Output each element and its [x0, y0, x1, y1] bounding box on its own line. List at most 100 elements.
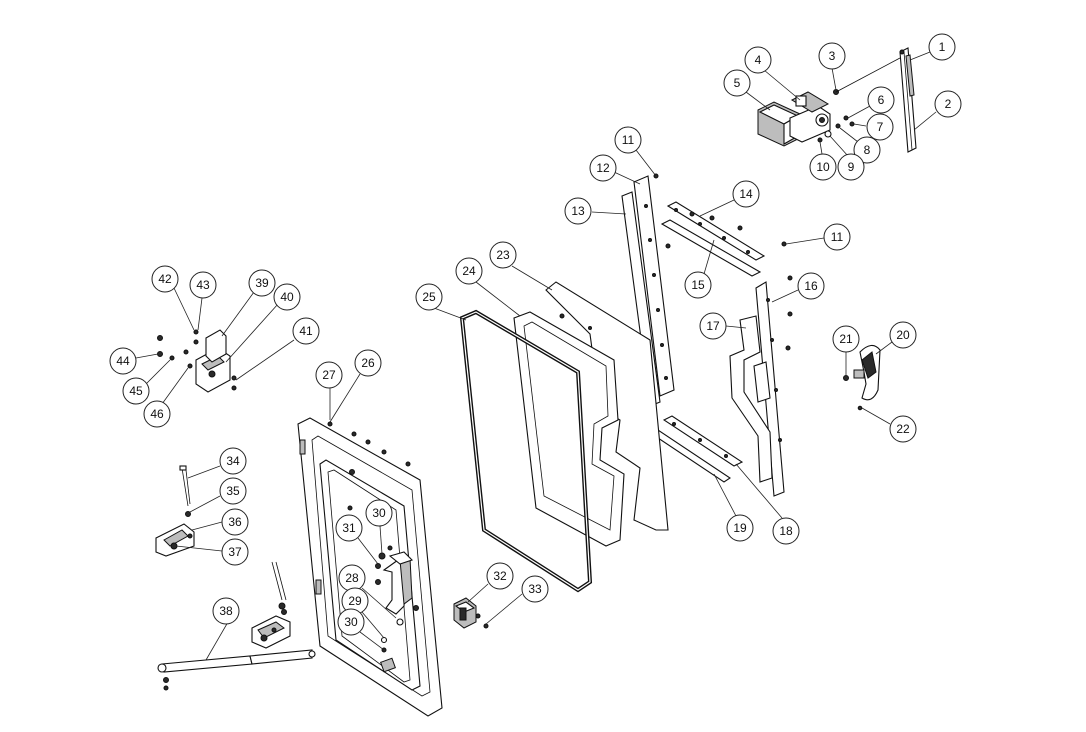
callout-36: 36	[191, 508, 249, 536]
svg-text:28: 28	[345, 571, 359, 585]
part-hinge-34-37	[155, 465, 195, 557]
callout-34: 34	[187, 447, 247, 479]
svg-text:9: 9	[848, 160, 855, 174]
callout-1: 1	[909, 33, 956, 61]
svg-text:8: 8	[864, 143, 871, 157]
part-screw-3	[833, 57, 901, 95]
svg-text:46: 46	[150, 407, 164, 421]
callout-38: 38	[205, 597, 240, 661]
part-bar-14-15	[660, 201, 787, 277]
callout-30-lower: 30	[337, 608, 385, 651]
svg-text:45: 45	[129, 384, 143, 398]
svg-text:32: 32	[493, 569, 507, 583]
callout-40: 40	[225, 283, 301, 363]
svg-text:6: 6	[878, 93, 885, 107]
callout-45: 45	[122, 359, 171, 405]
svg-text:37: 37	[228, 545, 242, 559]
svg-text:40: 40	[280, 290, 294, 304]
part-rail-1	[899, 47, 917, 153]
svg-text:12: 12	[596, 161, 610, 175]
callout-43: 43	[189, 271, 217, 331]
callout-21: 21	[832, 325, 860, 376]
callout-14: 14	[699, 180, 760, 217]
svg-text:18: 18	[779, 524, 793, 538]
svg-text:34: 34	[226, 454, 240, 468]
svg-text:25: 25	[422, 290, 436, 304]
svg-text:30: 30	[344, 615, 358, 629]
part-handle-28-31	[375, 545, 419, 653]
svg-text:44: 44	[116, 354, 130, 368]
callout-8: 8	[839, 127, 881, 164]
svg-text:1: 1	[939, 40, 946, 54]
callout-12: 12	[589, 154, 641, 185]
part-gasket-25	[459, 309, 593, 593]
callout-11-right: 11	[785, 223, 851, 251]
callout-13: 13	[564, 197, 627, 225]
svg-text:3: 3	[829, 49, 836, 63]
svg-text:26: 26	[361, 356, 375, 370]
parts-drawing	[155, 47, 917, 717]
callout-30-upper: 30	[365, 499, 393, 555]
svg-text:21: 21	[839, 332, 853, 346]
svg-text:27: 27	[322, 368, 336, 382]
callout-39: 39	[221, 269, 276, 337]
callout-44: 44	[109, 347, 159, 375]
part-latch-20-22	[843, 344, 881, 411]
callout-7: 7	[853, 113, 894, 141]
svg-text:13: 13	[571, 204, 585, 218]
svg-text:5: 5	[734, 76, 741, 90]
callout-24: 24	[455, 257, 521, 317]
callout-35: 35	[189, 477, 247, 513]
svg-text:35: 35	[226, 484, 240, 498]
callout-17: 17	[699, 312, 747, 340]
svg-text:2: 2	[945, 97, 952, 111]
callout-25: 25	[415, 283, 467, 321]
svg-text:4: 4	[755, 53, 762, 67]
callout-46: 46	[143, 367, 189, 428]
callout-22: 22	[861, 407, 917, 443]
svg-text:33: 33	[528, 582, 542, 596]
callout-23: 23	[489, 241, 553, 291]
callout-16: 16	[771, 272, 825, 303]
svg-text:11: 11	[622, 133, 635, 147]
svg-text:39: 39	[255, 276, 269, 290]
part-frame-16-17	[729, 275, 793, 497]
callout-33: 33	[485, 575, 549, 625]
svg-text:7: 7	[877, 120, 884, 134]
svg-text:30: 30	[372, 506, 386, 520]
callout-27: 27	[315, 361, 343, 420]
svg-text:22: 22	[896, 422, 910, 436]
callout-3: 3	[818, 42, 846, 91]
svg-text:43: 43	[196, 278, 210, 292]
svg-text:11: 11	[831, 230, 844, 244]
callout-6: 6	[847, 86, 895, 119]
callout-37: 37	[175, 538, 249, 566]
callout-9: 9	[829, 135, 865, 181]
callout-15: 15	[684, 239, 715, 299]
svg-text:15: 15	[691, 278, 705, 292]
callout-32: 32	[467, 562, 514, 603]
svg-text:36: 36	[228, 515, 242, 529]
part-gas-strut-38	[157, 649, 316, 691]
callout-18: 18	[735, 463, 800, 545]
svg-text:19: 19	[733, 521, 747, 535]
part-bar-18-19	[651, 415, 744, 483]
callout-26: 26	[329, 349, 382, 423]
callout-4: 4	[744, 46, 801, 101]
part-bracket-strut	[251, 561, 291, 649]
svg-text:38: 38	[219, 604, 233, 618]
svg-text:42: 42	[158, 272, 172, 286]
svg-text:10: 10	[816, 160, 830, 174]
callout-42: 42	[151, 265, 195, 331]
svg-text:20: 20	[896, 328, 910, 342]
callout-5: 5	[723, 69, 771, 111]
callout-20: 20	[875, 321, 917, 355]
part-frame-24	[513, 311, 625, 547]
svg-text:31: 31	[342, 521, 356, 535]
callout-41: 41	[235, 317, 320, 381]
callout-2: 2	[913, 90, 962, 131]
part-door-26	[297, 417, 443, 717]
callout-31: 31	[335, 514, 379, 565]
callout-11-top: 11	[614, 126, 657, 177]
